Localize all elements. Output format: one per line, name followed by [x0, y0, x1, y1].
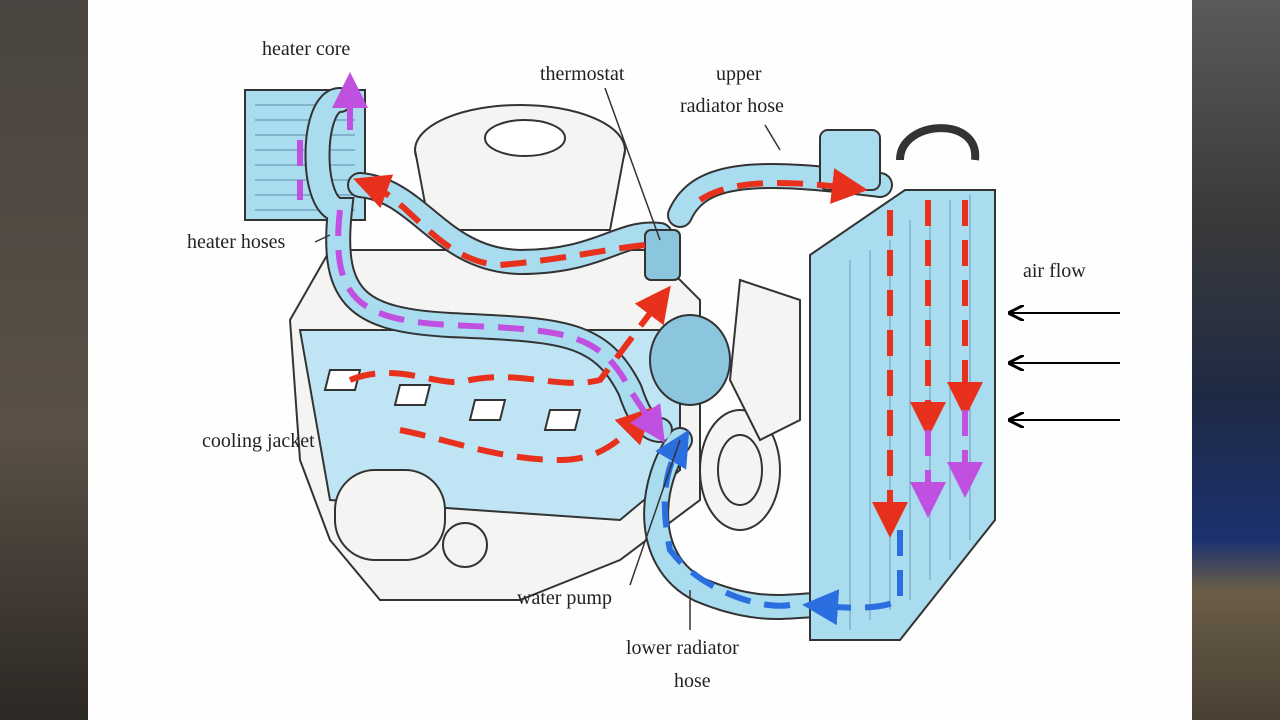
heater-flow-arrow [297, 90, 350, 200]
label-water-pump: water pump [517, 587, 612, 609]
air-flow-arrows [1010, 313, 1120, 420]
water-pump [649, 314, 731, 406]
label-cooling-jacket: cooling jacket [202, 430, 315, 452]
hot-flow-arrow [399, 407, 653, 464]
hot-flow-arrow [698, 168, 868, 204]
thermostat-housing [644, 229, 731, 406]
video-background-left [0, 0, 88, 720]
label-heater-core: heater core [262, 38, 350, 60]
cylinder-ports [323, 369, 582, 431]
cool-flow-arrow [802, 530, 903, 626]
video-background-right [1192, 0, 1280, 720]
label-air-flow: air flow [1023, 260, 1086, 282]
leader-lines [314, 87, 781, 630]
label-lower-radiator-hose-2: hose [674, 670, 711, 692]
label-upper-radiator-hose-1: upper [716, 63, 762, 85]
label-heater-hoses: heater hoses [187, 231, 286, 253]
label-thermostat: thermostat [540, 63, 625, 85]
label-upper-radiator-hose-2: radiator hose [680, 95, 784, 117]
label-lower-radiator-hose-1: lower radiator [626, 637, 739, 659]
hot-flow-arrow [348, 285, 671, 386]
coolant-flow-arrows [297, 90, 983, 626]
hot-flow-arrow [353, 174, 646, 269]
